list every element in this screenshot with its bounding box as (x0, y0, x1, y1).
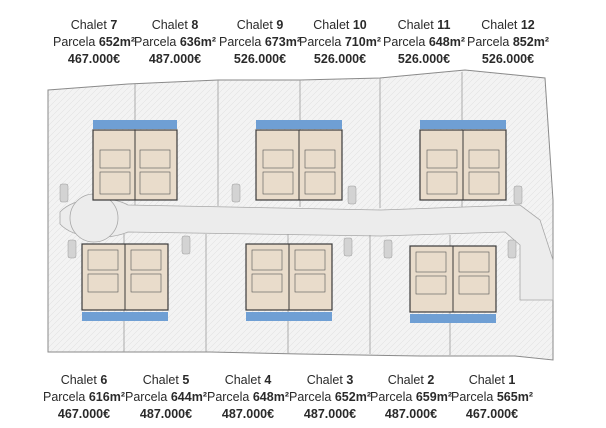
parcel-word: Parcela (298, 35, 342, 49)
chalet-7-label: Chalet 7 Parcela 652m² 467.000€ (50, 17, 138, 68)
price: 526.000€ (481, 52, 535, 66)
chalet-number: 9 (276, 18, 284, 32)
pool (420, 120, 506, 129)
parked-cars (59, 183, 523, 259)
chalet-5-label: Chalet 5 Parcela 644m² 487.000€ (122, 372, 210, 423)
chalet-number: 3 (346, 373, 354, 387)
chalet-word: Chalet (236, 18, 273, 32)
chalet-1-label: Chalet 1 Parcela 565m² 467.000€ (448, 372, 536, 423)
house-pair-4-3 (245, 243, 333, 321)
pool (410, 314, 496, 323)
parcel-word: Parcela (288, 390, 332, 404)
house-pair-2-1 (409, 245, 497, 323)
chalet-number: 5 (182, 373, 190, 387)
chalet-word: Chalet (60, 373, 97, 387)
chalet-6-label: Chalet 6 Parcela 616m² 467.000€ (40, 372, 128, 423)
chalet-number: 1 (508, 373, 516, 387)
parcel-area: 659m² (415, 390, 452, 404)
parcel-area: 648m² (428, 35, 465, 49)
pool (246, 312, 332, 321)
chalet-number: 7 (110, 18, 118, 32)
pool (82, 312, 168, 321)
price: 526.000€ (313, 52, 367, 66)
chalet-word: Chalet (306, 373, 343, 387)
parcel-area: 652m² (334, 390, 371, 404)
pool (256, 120, 342, 129)
parcel-word: Parcela (382, 35, 426, 49)
price: 526.000€ (397, 52, 451, 66)
parcel-area: 644m² (170, 390, 207, 404)
house-pair-11-12 (419, 120, 507, 201)
price: 487.000€ (303, 407, 357, 421)
parcel-word: Parcela (52, 35, 96, 49)
chalet-2-label: Chalet 2 Parcela 659m² 487.000€ (367, 372, 455, 423)
chalet-12-label: Chalet 12 Parcela 852m² 526.000€ (464, 17, 552, 68)
parcel-area: 852m² (512, 35, 549, 49)
chalet-4-label: Chalet 4 Parcela 648m² 487.000€ (204, 372, 292, 423)
price: 487.000€ (139, 407, 193, 421)
parcel-word: Parcela (466, 35, 510, 49)
chalet-word: Chalet (387, 373, 424, 387)
price: 467.000€ (57, 407, 111, 421)
chalet-word: Chalet (142, 373, 179, 387)
house-pair-7-8 (92, 120, 178, 201)
chalet-11-label: Chalet 11 Parcela 648m² 526.000€ (380, 17, 468, 68)
price: 467.000€ (67, 52, 121, 66)
parcel-area: 652m² (98, 35, 135, 49)
price: 487.000€ (221, 407, 275, 421)
chalet-3-label: Chalet 3 Parcela 652m² 487.000€ (286, 372, 374, 423)
parcel-area: 710m² (344, 35, 381, 49)
price: 487.000€ (148, 52, 202, 66)
price: 526.000€ (233, 52, 287, 66)
price: 467.000€ (465, 407, 519, 421)
chalet-number: 8 (191, 18, 199, 32)
pool (93, 120, 177, 129)
house-pair-9-10 (255, 120, 343, 201)
parcel-word: Parcela (206, 390, 250, 404)
chalet-10-label: Chalet 10 Parcela 710m² 526.000€ (296, 17, 384, 68)
parcel-word: Parcela (124, 390, 168, 404)
chalet-word: Chalet (70, 18, 107, 32)
chalet-word: Chalet (151, 18, 188, 32)
chalet-word: Chalet (397, 18, 434, 32)
chalet-8-label: Chalet 8 Parcela 636m² 487.000€ (131, 17, 219, 68)
parcel-word: Parcela (450, 390, 494, 404)
chalet-number: 4 (264, 373, 272, 387)
chalet-number: 10 (352, 18, 367, 32)
chalet-word: Chalet (481, 18, 518, 32)
parcel-area: 673m² (264, 35, 301, 49)
parcel-word: Parcela (133, 35, 177, 49)
house-pair-6-5 (81, 243, 169, 321)
chalet-number: 12 (520, 18, 535, 32)
parcel-word: Parcela (369, 390, 413, 404)
chalet-number: 2 (427, 373, 435, 387)
chalet-word: Chalet (468, 373, 505, 387)
chalet-word: Chalet (313, 18, 350, 32)
parcel-area: 636m² (179, 35, 216, 49)
chalet-number: 6 (100, 373, 108, 387)
parcel-area: 648m² (252, 390, 289, 404)
price: 487.000€ (384, 407, 438, 421)
parcel-word: Parcela (42, 390, 86, 404)
parcel-word: Parcela (218, 35, 262, 49)
chalet-number: 11 (437, 18, 451, 32)
parcel-area: 565m² (496, 390, 533, 404)
chalet-word: Chalet (224, 373, 261, 387)
parcel-area: 616m² (88, 390, 125, 404)
chalet-9-label: Chalet 9 Parcela 673m² 526.000€ (216, 17, 304, 68)
